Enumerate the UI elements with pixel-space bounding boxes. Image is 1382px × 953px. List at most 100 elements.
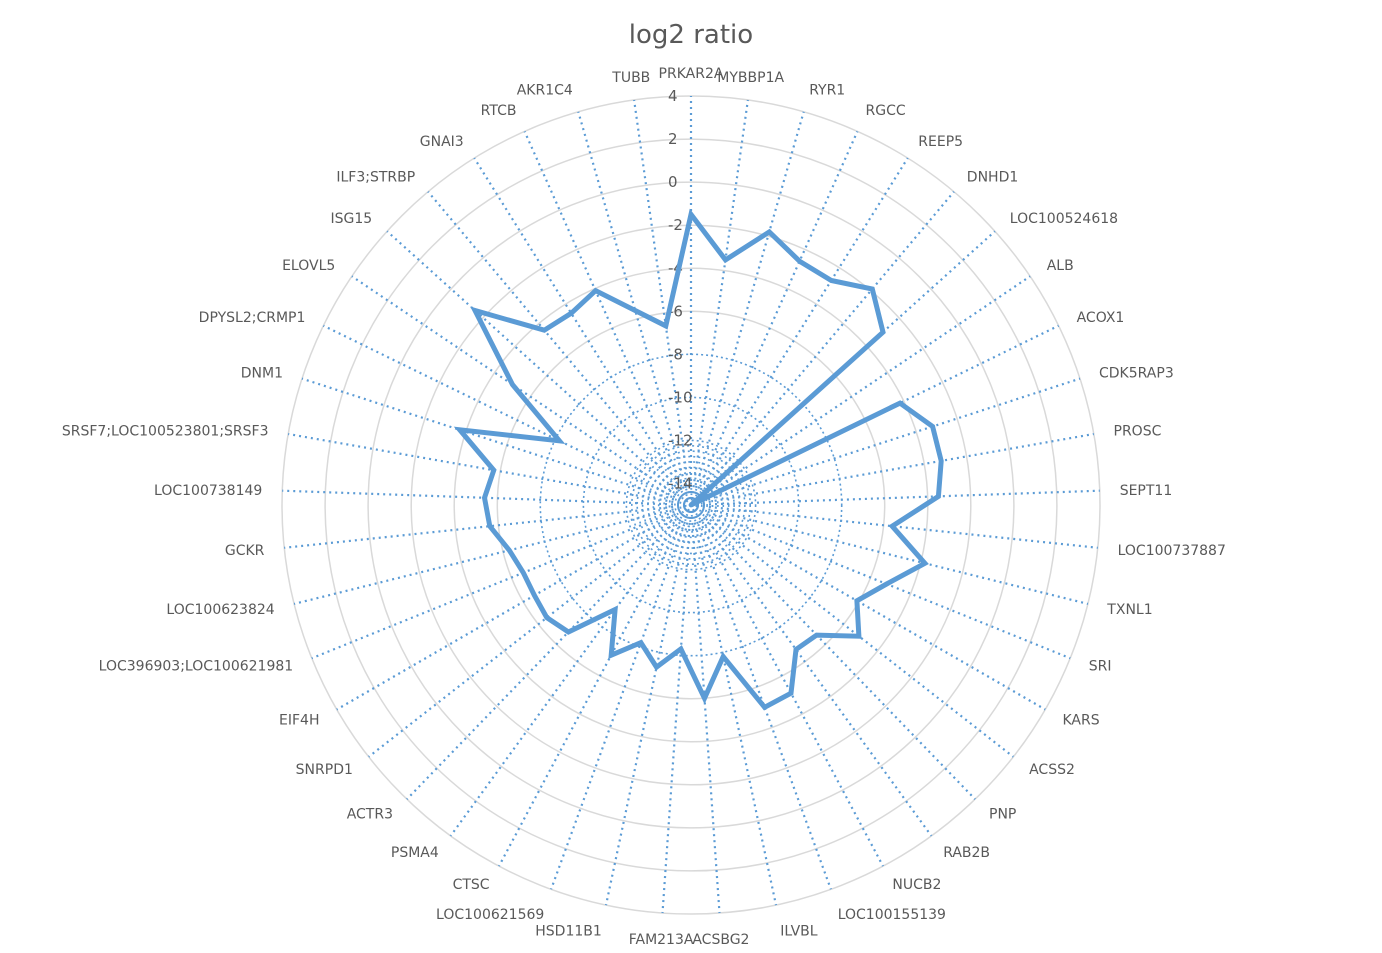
- grid-ring-inner: [652, 466, 730, 544]
- category-label: DPYSL2;CRMP1: [199, 310, 306, 326]
- category-label: TUBB: [611, 70, 650, 86]
- tick-label: -2: [668, 216, 683, 234]
- axis-spoke: [604, 504, 693, 906]
- axis-spoke: [368, 504, 692, 758]
- axis-spoke: [689, 504, 832, 890]
- category-label: ILVBL: [780, 924, 818, 940]
- axis-spoke: [288, 432, 692, 507]
- axis-spoke: [351, 275, 692, 506]
- tick-label: -10: [668, 388, 693, 406]
- axis-spoke: [690, 503, 1071, 660]
- category-label: MYBBP1A: [717, 70, 784, 86]
- grid-ring-inner: [641, 455, 741, 555]
- tick-label: -14: [668, 475, 693, 493]
- axis-spoke: [690, 489, 1100, 507]
- axis-spoke: [689, 111, 805, 506]
- category-label: SNRPD1: [296, 762, 353, 778]
- category-label: EIF4H: [279, 713, 319, 729]
- category-label: DNHD1: [967, 169, 1018, 185]
- axis-spoke: [473, 157, 692, 506]
- category-label: SEPT11: [1120, 483, 1173, 499]
- tick-label: 0: [668, 173, 678, 191]
- category-label: ILF3;STRBP: [336, 169, 415, 185]
- axis-spoke: [690, 504, 933, 837]
- axis-spoke: [690, 157, 909, 506]
- category-label: LOC100738149: [154, 483, 262, 499]
- category-label: PRKAR2A: [659, 66, 724, 82]
- grid-ring-inner: [630, 444, 751, 565]
- axis-spoke: [311, 503, 692, 660]
- tick-label: 4: [668, 87, 678, 105]
- grid-ring-inner: [668, 482, 714, 528]
- axis-spoke: [690, 504, 976, 800]
- category-label: PSMA4: [391, 845, 439, 861]
- grid-ring-inner: [636, 450, 746, 560]
- axis-spoke: [689, 99, 749, 506]
- category-label: CTSC: [453, 877, 490, 893]
- grid-ring-inner: [674, 488, 708, 522]
- grid-ring: [625, 439, 757, 571]
- category-label: ACSBG2: [692, 932, 749, 948]
- axis-spoke: [689, 130, 859, 506]
- axis-spoke: [661, 504, 693, 914]
- axis-spoke: [690, 504, 1046, 711]
- grid-ring: [324, 138, 1058, 872]
- grid-ring: [582, 396, 800, 614]
- category-label: PROSC: [1114, 424, 1162, 440]
- category-label: LOC100155139: [838, 907, 946, 923]
- category-label: ACOX1: [1077, 310, 1125, 326]
- axis-spoke: [690, 190, 955, 506]
- axis-spoke: [293, 503, 692, 605]
- category-label: ELOVL5: [282, 258, 335, 274]
- axis-spoke: [550, 504, 693, 890]
- category-label: GCKR: [225, 543, 265, 559]
- chart-title: log2 ratio: [629, 20, 753, 50]
- category-label: NUCB2: [892, 877, 941, 893]
- category-label: CDK5RAP3: [1099, 365, 1174, 381]
- tick-label: 2: [668, 130, 678, 148]
- axis-spoke: [690, 275, 1031, 506]
- category-label: LOC100524618: [1010, 211, 1118, 227]
- axis-spoke: [690, 503, 1089, 605]
- grid-ring: [367, 181, 1015, 829]
- axis-spoke: [690, 504, 1014, 758]
- category-label: GNAI3: [420, 134, 464, 150]
- axis-spoke: [322, 324, 692, 506]
- category-label: DNM1: [241, 365, 283, 381]
- grid-ring-inner: [679, 493, 703, 517]
- axis-spoke: [690, 432, 1094, 507]
- tick-label: -8: [668, 345, 683, 363]
- axis-spoke: [301, 377, 692, 507]
- grid-ring: [539, 353, 843, 657]
- axis-spoke: [633, 99, 693, 506]
- category-label: AKR1C4: [517, 83, 573, 99]
- category-label: ACSS2: [1029, 762, 1075, 778]
- grid-ring-inner: [657, 471, 725, 539]
- category-label: LOC396903;LOC100621981: [99, 659, 294, 675]
- category-label: LOC100737887: [1118, 543, 1226, 559]
- category-label: LOC100621569: [436, 907, 544, 923]
- category-label: ISG15: [331, 211, 373, 227]
- category-label: LOC100623824: [166, 602, 274, 618]
- category-label: HSD11B1: [535, 924, 602, 940]
- axis-spoke: [689, 504, 721, 914]
- axis-spoke: [498, 504, 692, 867]
- category-label: SRSF7;LOC100523801;SRSF3: [62, 424, 269, 440]
- axis-spoke: [386, 230, 692, 506]
- category-label: RTCB: [481, 103, 517, 119]
- axis-spoke: [690, 377, 1081, 507]
- category-label: PNP: [989, 807, 1016, 823]
- axis-spoke: [690, 504, 884, 867]
- category-labels: PRKAR2AMYBBP1ARYR1RGCCREEP5DNHD1LOC10052…: [62, 66, 1226, 948]
- axis-spoke: [336, 504, 692, 711]
- category-label: REEP5: [918, 134, 963, 150]
- axis-spoke: [427, 190, 692, 506]
- category-label: FAM213A: [629, 932, 694, 948]
- category-label: SRI: [1089, 659, 1112, 675]
- series-layer: [453, 208, 944, 711]
- axis-spoke: [406, 504, 692, 800]
- axis-spoke: [449, 504, 692, 837]
- axis-spoke: [523, 130, 693, 506]
- category-label: KARS: [1063, 713, 1100, 729]
